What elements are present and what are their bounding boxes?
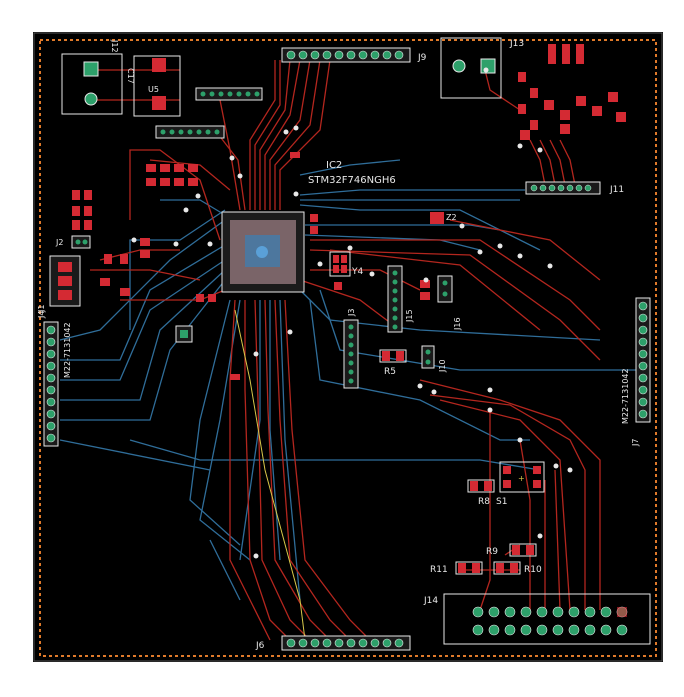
crystal-y4[interactable] [329,251,351,277]
label-r5: R5 [384,367,396,377]
connector-j7[interactable] [635,297,651,423]
label-j7-part: M22-7131042 [621,368,630,424]
chip-part-number: STM32F746NGH6 [308,175,396,186]
label-s1: S1 [496,497,507,507]
label-j4-part: M22-7131042 [63,322,72,378]
label-j12: J12 [110,39,119,53]
label-j7: J7 [631,439,640,447]
board-outline [39,39,657,657]
label-r9: R9 [486,547,498,557]
label-j16: J16 [453,317,462,331]
header-strip-a[interactable] [195,87,263,101]
label-j6: J6 [255,641,265,651]
label-j10: J10 [438,359,447,373]
connector-j4[interactable] [43,321,59,447]
air-wire [234,309,306,641]
component-z2[interactable] [430,212,444,224]
connector-j1[interactable] [49,255,81,307]
resistor-r11[interactable] [455,561,483,575]
header-strip-b[interactable] [155,125,225,139]
resistor-r5[interactable] [379,349,407,363]
label-r10: R10 [524,565,542,575]
label-z2: Z2 [446,213,457,222]
connector-j12[interactable] [61,53,123,115]
connector-j11[interactable] [525,181,601,195]
label-r8: R8 [478,497,490,507]
label-j13: J13 [509,39,524,49]
connector-j14[interactable] [443,593,651,645]
header-strip-j5[interactable] [387,265,403,333]
label-u5: U5 [148,85,159,94]
connector-j9[interactable] [281,47,411,63]
resistor-r10[interactable] [493,561,521,575]
label-j2: J2 [55,238,63,247]
small-connector[interactable] [175,325,193,343]
switch-s1[interactable]: + [499,461,545,493]
smd-components [72,44,626,380]
svg-text:+: + [518,474,525,483]
header-strip-j3[interactable] [343,319,359,389]
connector-j2[interactable] [71,235,91,249]
label-c17: C17 [126,68,135,84]
resistor-r8[interactable] [467,479,495,493]
vias [131,67,573,559]
label-j11: J11 [609,185,624,195]
connector-j16[interactable] [437,275,453,303]
connector-j10[interactable] [421,345,435,369]
board-edge [33,32,663,662]
label-j15: J15 [405,309,414,323]
label-y4: Y4 [351,267,363,277]
label-j9: J9 [417,53,427,63]
label-j4: J4 [37,311,46,319]
bottom-traces [59,159,640,601]
label-j14: J14 [423,596,438,606]
top-traces [90,59,601,641]
label-r11: R11 [430,565,448,575]
connector-j6[interactable] [281,635,411,651]
resistor-r9[interactable] [509,543,537,557]
capacitor-c17[interactable] [133,55,181,117]
chip-name: IC2 [326,160,342,171]
mcu-chip[interactable] [221,211,305,293]
label-j1: J1 [37,305,46,313]
label-j3: J3 [347,309,356,317]
